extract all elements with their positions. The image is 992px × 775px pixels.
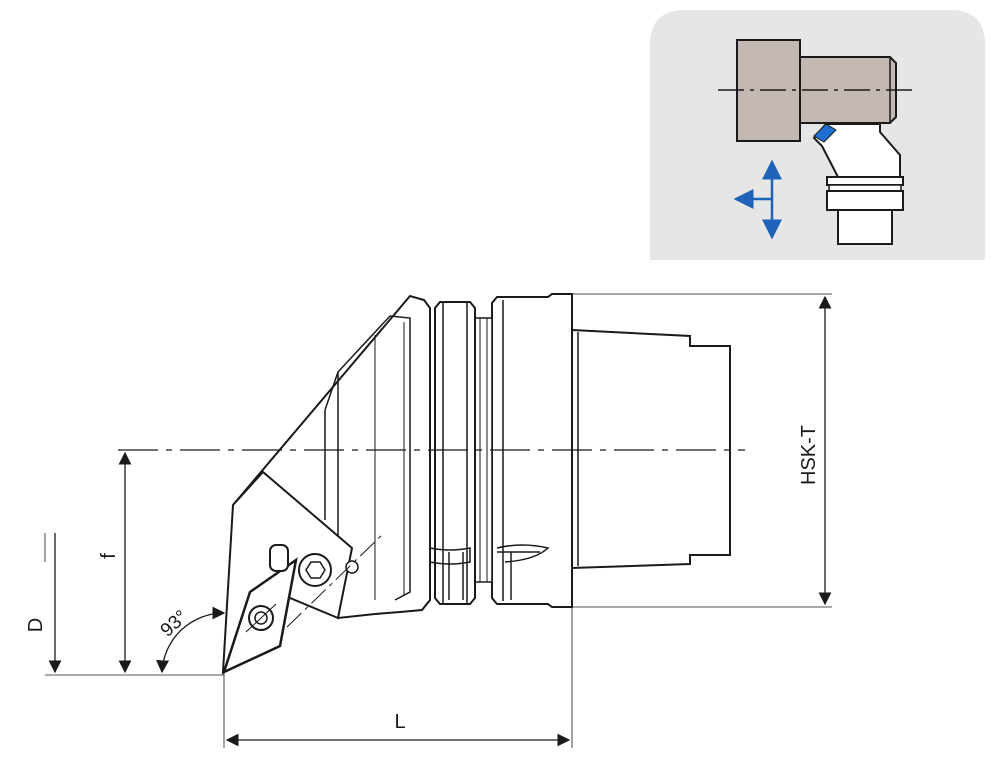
label-d: D [25, 618, 47, 632]
tool-holder-main [221, 293, 731, 675]
hsk-shank [571, 328, 731, 570]
construction-lines [44, 293, 832, 748]
inset-insert [813, 123, 837, 143]
collar [434, 301, 476, 605]
application-inset [650, 10, 985, 260]
label-f: f [98, 553, 120, 559]
label-angle: 93° [157, 606, 192, 641]
label-hsk: HSK-T [798, 425, 820, 485]
inset-tool-holder [812, 123, 904, 245]
dimensions [48, 295, 832, 747]
label-l: L [394, 711, 405, 733]
feed-direction-arrows [733, 159, 782, 240]
angle-arc [156, 606, 226, 674]
